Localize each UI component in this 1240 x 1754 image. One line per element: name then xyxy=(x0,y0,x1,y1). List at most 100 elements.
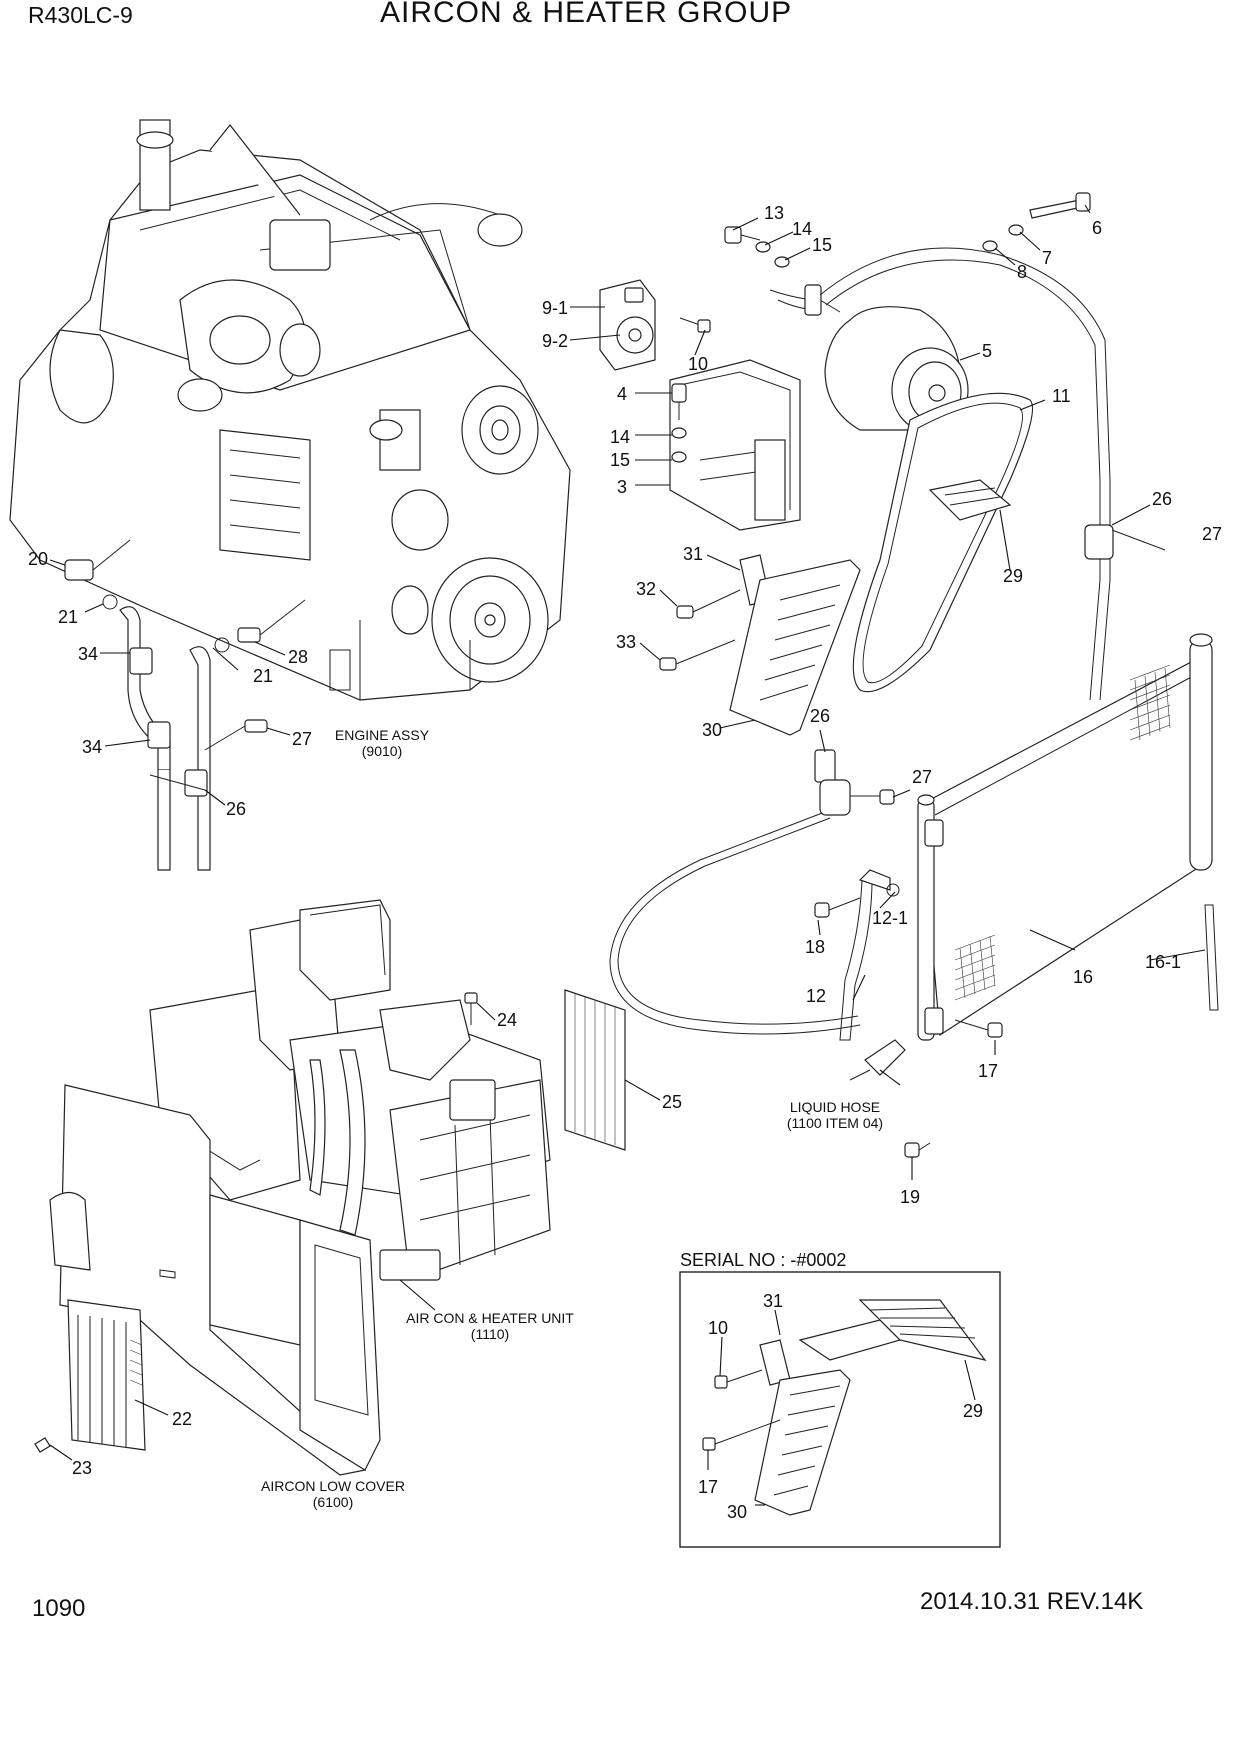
callout: 31 xyxy=(683,544,703,564)
washer-7 xyxy=(1008,224,1024,236)
connector-piece xyxy=(849,1039,906,1081)
callout: 23 xyxy=(72,1458,92,1478)
callout: 13 xyxy=(764,203,784,223)
heater-valve-20 xyxy=(64,539,131,581)
callout: 8 xyxy=(1017,262,1027,282)
filter-16-1 xyxy=(1204,904,1219,1011)
fitting-28 xyxy=(237,599,306,643)
bolt-23 xyxy=(34,1437,51,1453)
oring-12-1 xyxy=(886,883,900,897)
callout: 6 xyxy=(1092,218,1102,238)
callout: 12-1 xyxy=(872,908,908,928)
aircon-unit-caption: AIR CON & HEATER UNIT xyxy=(406,1310,574,1326)
bolt-27-right xyxy=(850,789,895,805)
callout: 29 xyxy=(1003,566,1023,586)
callout: 16 xyxy=(1073,967,1093,987)
callout: 14 xyxy=(610,427,630,447)
bolts-32-33 xyxy=(659,589,741,671)
callout: 4 xyxy=(617,384,627,404)
bracket-3 xyxy=(669,359,801,531)
bolt-6 xyxy=(1029,192,1091,219)
bolt-10 xyxy=(679,317,711,333)
captions: ENGINE ASSY (9010) LIQUID HOSE (1100 ITE… xyxy=(261,727,883,1510)
receiver-9 xyxy=(599,279,656,371)
condenser-leaders xyxy=(817,729,1206,1180)
callout: 21 xyxy=(253,666,273,686)
low-cover-caption: AIRCON LOW COVER xyxy=(261,1478,405,1494)
callout: 17 xyxy=(698,1477,718,1497)
callout: 20 xyxy=(28,549,48,569)
callout: 27 xyxy=(1202,524,1222,544)
engine-assy-code: (9010) xyxy=(362,743,402,759)
callout: 5 xyxy=(982,341,992,361)
aircon-leaders xyxy=(49,1002,661,1461)
washer-15b xyxy=(671,451,687,463)
liquid-hose-12 xyxy=(609,809,891,1041)
callout: 26 xyxy=(1152,489,1172,509)
engine-assy-caption: ENGINE ASSY xyxy=(335,727,430,743)
bolt-18 xyxy=(814,897,861,918)
callout: 27 xyxy=(912,767,932,787)
callout: 30 xyxy=(727,1502,747,1522)
callout: 10 xyxy=(688,354,708,374)
callout: 15 xyxy=(610,450,630,470)
callout: 11 xyxy=(1052,386,1071,406)
serial-title: SERIAL NO : -#0002 xyxy=(680,1250,846,1270)
callout: 27 xyxy=(292,729,312,749)
belt-guard-29 xyxy=(928,479,1012,521)
callout: 25 xyxy=(662,1092,682,1112)
aircon-heater-unit xyxy=(149,899,551,1281)
aircon-unit-code: (1110) xyxy=(471,1326,509,1342)
bolt-4 xyxy=(671,383,687,420)
engine-leaders xyxy=(49,559,291,806)
bolt-13 xyxy=(724,226,761,244)
washer-14b xyxy=(671,427,687,439)
revision-date: 2014.10.31 REV.14K xyxy=(920,1588,1144,1615)
callout: 22 xyxy=(172,1409,192,1429)
serial-inset xyxy=(679,1271,1001,1548)
hose-11 xyxy=(819,247,1111,701)
bolt-27-left xyxy=(204,719,268,751)
model-number: R430LC-9 xyxy=(28,2,133,28)
aircon-low-cover xyxy=(49,1084,381,1476)
callout: 9-1 xyxy=(542,298,568,318)
heater-hoses-34 xyxy=(119,606,211,871)
clamp-26-upper xyxy=(1084,524,1166,560)
callout: 19 xyxy=(900,1187,920,1207)
callout: 12 xyxy=(806,986,826,1006)
callout: 34 xyxy=(78,644,98,664)
hose-fitting xyxy=(769,284,841,316)
cover-30 xyxy=(729,559,861,736)
compressor-leaders xyxy=(569,204,1151,729)
callout: 24 xyxy=(497,1010,517,1030)
callout: 18 xyxy=(805,937,825,957)
liquid-hose-code: (1100 ITEM 04) xyxy=(787,1115,883,1131)
callout: 14 xyxy=(792,219,812,239)
callout: 29 xyxy=(963,1401,983,1421)
liquid-hose-caption: LIQUID HOSE xyxy=(790,1099,880,1115)
callout: 30 xyxy=(702,720,722,740)
callout: 16-1 xyxy=(1145,952,1181,972)
callout: 15 xyxy=(812,235,832,255)
bolt-24 xyxy=(464,992,478,1025)
callout: 28 xyxy=(288,647,308,667)
callout: 26 xyxy=(226,799,246,819)
callout: 26 xyxy=(810,706,830,726)
clamp-26-lower xyxy=(814,749,851,816)
clamp-21b xyxy=(214,637,230,653)
callout: 21 xyxy=(58,607,78,627)
v-belt-11 xyxy=(852,392,1034,693)
low-cover-code: (6100) xyxy=(313,1494,353,1510)
engine-assembly xyxy=(9,119,571,701)
callout: 31 xyxy=(763,1291,783,1311)
callout-labels: 13 14 15 6 7 8 9-1 9-2 10 5 11 4 14 15 3… xyxy=(28,203,1222,1522)
callout: 9-2 xyxy=(542,331,568,351)
callout: 10 xyxy=(708,1318,728,1338)
washer-8 xyxy=(982,240,998,252)
callout: 17 xyxy=(978,1061,998,1081)
bolt-19 xyxy=(904,1142,931,1158)
bolt-17 xyxy=(954,1019,1003,1038)
callout: 7 xyxy=(1042,248,1052,268)
callout: 3 xyxy=(617,477,627,497)
